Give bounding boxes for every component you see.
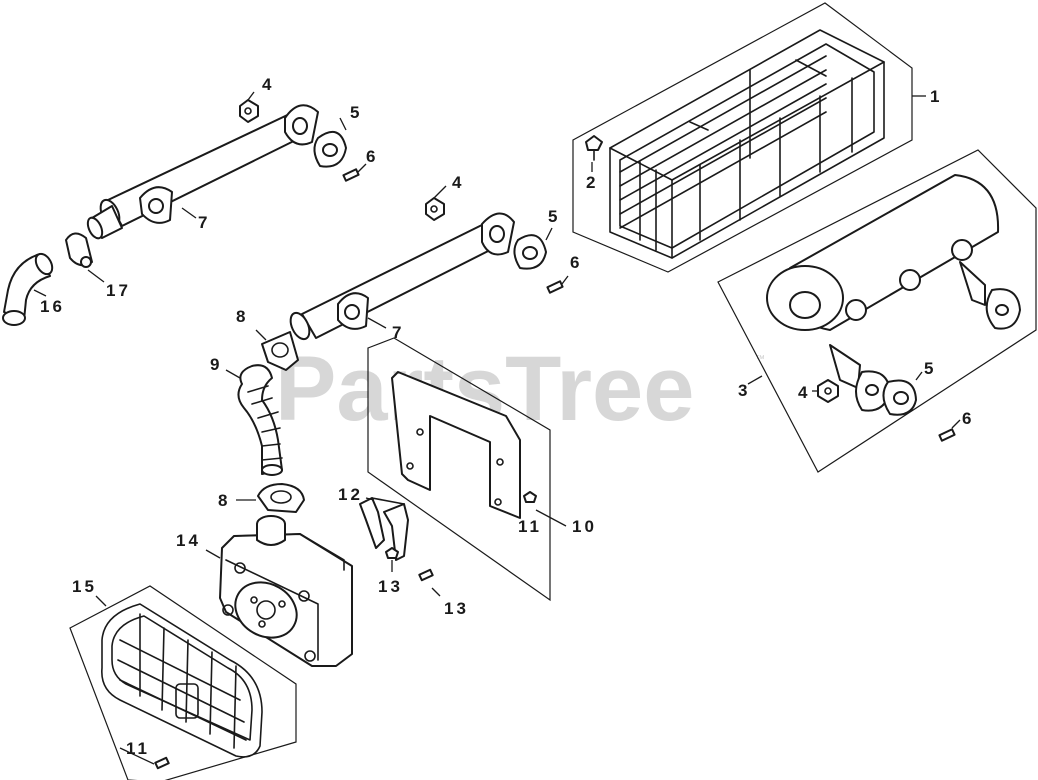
part-5-gasket-upper [313,130,347,168]
part-15-wire-guard [101,603,263,758]
part-9-flex-pipe [237,364,283,476]
callout-13-a: 13 [378,577,403,596]
callout-7-upper: 7 [198,213,210,232]
callout-13-b: 13 [444,599,469,618]
part-4-nut-right [817,379,839,403]
callout-5-right: 5 [924,359,936,378]
group-outline-part-15 [69,585,297,780]
callout-11-plate: 11 [518,517,542,536]
part-11-screw-plate [523,491,537,503]
part-6-stud-upper [342,168,360,182]
part-16-elbow-pipe [2,252,54,326]
part-10-mounting-plate [391,371,521,519]
group-outline-part-3 [717,149,1037,473]
callout-8-lower: 8 [218,491,230,510]
part-6-stud-right [938,428,956,442]
part-13-screw-b [418,568,434,582]
part-5-gasket-middle [513,234,547,270]
callout-5-middle: 5 [548,207,560,226]
part-8-bracket-upper [261,331,299,371]
callout-8-upper: 8 [236,307,248,326]
part-5-gasket-right [882,379,917,416]
callout-6-middle: 6 [570,253,582,272]
leader-lines [33,91,961,765]
part-4-nut-middle [425,197,445,221]
callout-17: 17 [106,281,131,300]
part-8-bracket-lower [257,483,305,513]
callout-7-lower: 7 [392,323,404,342]
group-outline-part-10 [367,337,551,602]
callout-5-upper: 5 [350,103,362,122]
part-7-exhaust-pipe-upper [86,104,319,240]
part-14-muffler-box [219,515,353,667]
group-outline-part-1 [572,2,913,273]
callout-12: 12 [338,485,363,504]
callout-9: 9 [210,355,222,374]
part-4-nut-upper [239,99,259,123]
part-12-bracket [359,497,409,561]
watermark: PartsTree ™ [275,338,765,440]
callout-2: 2 [586,173,598,192]
part-17-clamp [65,232,93,268]
callout-4-middle: 4 [452,173,464,192]
callout-16: 16 [40,297,65,316]
part-11-screw-guard [154,756,170,770]
callout-11-guard: 11 [126,739,150,758]
callout-6-right: 6 [962,409,974,428]
callout-labels: 1 2 3 4 4 4 5 5 5 6 6 6 7 7 8 8 9 10 11 … [40,75,974,758]
callout-1: 1 [930,87,942,106]
callout-15: 15 [72,577,97,596]
callout-10: 10 [572,517,597,536]
callout-6-upper: 6 [366,147,378,166]
callout-4-right: 4 [798,383,810,402]
callout-14: 14 [176,531,201,550]
callout-4-upper: 4 [262,75,274,94]
part-6-stud-middle [546,280,564,294]
part-2-screw [585,135,603,161]
callout-3: 3 [738,381,750,400]
watermark-trademark: ™ [755,354,765,365]
part-1-heat-shield [609,29,885,259]
part-7-exhaust-pipe-lower [289,212,515,341]
part-3-muffler [766,174,1021,412]
part-13-screw-a [385,547,399,559]
